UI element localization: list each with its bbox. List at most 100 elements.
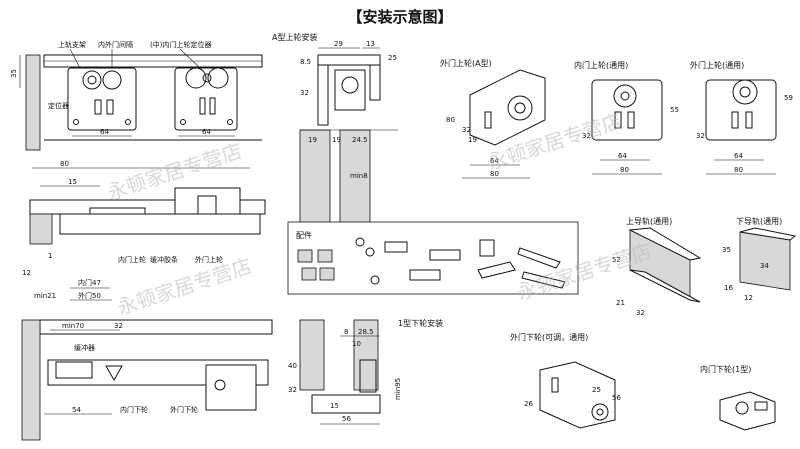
lower-door-outer	[299, 319, 325, 391]
dim-1: 1	[48, 252, 52, 260]
dim-54: 54	[72, 406, 81, 414]
label-top-rail-bracket: 上轨支架	[58, 40, 86, 49]
inner-lower-title: 内门下轮(1型)	[700, 364, 751, 374]
dim-59: 59	[784, 94, 793, 102]
dim-25: 25	[388, 54, 397, 62]
panel-outer-upper: 外门上轮(通用) 59 32 64 80	[690, 60, 793, 175]
dim-64-inner: 64	[618, 152, 627, 160]
dim-64-a2: 64	[490, 157, 499, 165]
dim-8-bottom: 8	[344, 328, 348, 336]
panel-a-type-upper-install: A型上轮安装 29 13 8.5 32 25 19 19 24.5 min8	[272, 32, 398, 241]
outer-upper-a-plate	[469, 69, 546, 146]
dim-min21: min21	[34, 292, 56, 300]
lower-rail-section	[311, 394, 381, 414]
lower-wheel-block	[205, 364, 257, 411]
panel-bottom-left-lower-wheels: min70 32 54 缓冲器 内门下轮 外门下轮	[21, 319, 273, 441]
dim-56: 56	[342, 415, 351, 423]
panel-upper-rail: 上导轨(通用) 52 21 32	[612, 216, 702, 317]
inner-door-wheel-plate	[174, 67, 238, 131]
dim-32-inner: 32	[582, 132, 591, 140]
dim-19-a2: 19	[468, 136, 477, 144]
dim-10: 10	[352, 340, 361, 348]
panel-outer-lower: 外门下轮(可调，通用) 26 25 56	[510, 332, 621, 429]
dim-19-a: 19	[308, 136, 317, 144]
dim-80-a2: 80	[490, 170, 499, 178]
panel-hardware-parts: 配件	[287, 221, 579, 295]
dim-min95: min95	[394, 378, 402, 400]
dim-64-b: 64	[202, 128, 211, 136]
dim-15-bottom: 15	[330, 402, 339, 410]
dim-13: 13	[366, 40, 375, 48]
dim-32-a: 32	[462, 126, 471, 134]
dim-40: 40	[288, 362, 297, 370]
dim-19-b: 19	[332, 136, 341, 144]
dim-32-outer: 32	[696, 132, 705, 140]
outer-lower-bracket	[539, 361, 616, 429]
dim-32-bottom: 32	[114, 322, 123, 330]
wall-section	[25, 54, 41, 151]
lower-rail-body	[739, 231, 791, 291]
upper-rail-title: 上导轨(通用)	[626, 216, 672, 226]
panel-inner-upper: 内门上轮(通用) 55 32 64 80	[574, 60, 679, 175]
dim-32-mid: 32	[288, 386, 297, 394]
dim-8-5: 8.5	[300, 58, 311, 66]
dim-26: 26	[524, 400, 533, 408]
inner-upper-plate	[591, 79, 663, 141]
mid-wall	[29, 213, 53, 245]
dim-80-inner: 80	[620, 166, 629, 174]
dim-34: 34	[760, 262, 769, 270]
inner-upper-title: 内门上轮(通用)	[574, 60, 628, 70]
dim-64-outer: 64	[734, 152, 743, 160]
dim-64-a: 64	[100, 128, 109, 136]
dim-inner-47: 内门47	[78, 278, 101, 287]
panel-1-type-lower-install: 1型下轮安装 8 28.5 10 32 40 15 56 min95	[288, 318, 443, 425]
dim-56-lower: 56	[612, 394, 621, 402]
outer-upper-title: 外门上轮(通用)	[690, 60, 744, 70]
dim-min70: min70	[62, 322, 84, 330]
dim-80: 80	[60, 160, 69, 168]
label-buffer-strip: 缓冲胶条	[150, 255, 178, 264]
dim-32-rail: 32	[636, 309, 645, 317]
label-outer-upper-wheel: 外门上轮	[195, 255, 223, 264]
dim-16: 16	[724, 284, 733, 292]
a-type-rail-top	[317, 54, 381, 66]
label-inner-lower-wheel: 内门下轮	[120, 405, 148, 414]
bottom-wall	[21, 319, 41, 441]
dim-25-lower: 25	[592, 386, 601, 394]
dim-35-rail: 35	[722, 246, 731, 254]
panel-mid-left-rail-section: 80 15 内门上轮 缓冲胶条 外门上轮 1 12 min21 内门47 外门5…	[22, 160, 266, 301]
hardware-title: 配件	[296, 230, 312, 240]
outer-door-wheel-plate	[67, 67, 137, 131]
dim-80-outer: 80	[734, 166, 743, 174]
lower-door-inner	[353, 319, 379, 391]
dim-32: 32	[300, 89, 309, 97]
dim-min8: min8	[350, 172, 368, 180]
panel-lower-rail: 下导轨(通用) 35 34 16 12	[722, 216, 797, 302]
label-outer-lower-wheel: 外门下轮	[170, 405, 198, 414]
dim-15: 15	[68, 178, 77, 186]
label-locator: 定位器	[48, 101, 69, 110]
panel-outer-upper-a: 外门上轮(A型) 80 32 19 64 80	[440, 58, 546, 179]
label-door-gap: 内外门间隔	[98, 40, 133, 49]
label-buffer: 缓冲器	[74, 343, 95, 352]
dim-35: 35	[10, 69, 18, 78]
outer-upper-a-title: 外门上轮(A型)	[440, 58, 492, 68]
diagram-title: 【安装示意图】	[347, 8, 452, 26]
label-inner-upper-wheel: 内门上轮	[118, 255, 146, 264]
dim-80-a: 80	[446, 116, 455, 124]
outer-upper-plate	[705, 79, 777, 141]
a-type-wheel	[334, 69, 366, 111]
dim-52: 52	[612, 256, 621, 264]
dim-12: 12	[22, 269, 31, 277]
one-type-title: 1型下轮安装	[398, 318, 443, 328]
dim-outer-50: 外门50	[78, 291, 101, 300]
dim-29: 29	[334, 40, 343, 48]
outer-lower-title: 外门下轮(可调，通用)	[510, 332, 588, 342]
lower-rail-title: 下导轨(通用)	[736, 216, 782, 226]
a-type-title: A型上轮安装	[272, 32, 317, 42]
label-inner-locator: (中)内门上轮定位器	[150, 40, 211, 49]
panel-inner-lower: 内门下轮(1型)	[700, 364, 776, 431]
mid-door-top	[59, 213, 261, 235]
